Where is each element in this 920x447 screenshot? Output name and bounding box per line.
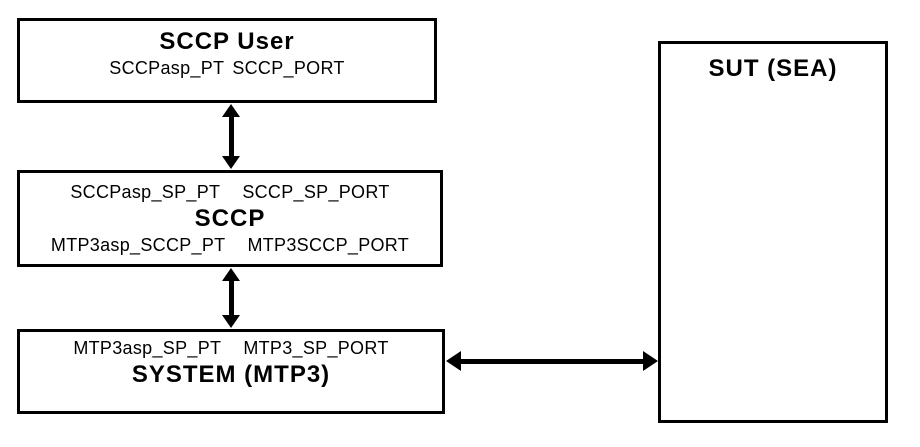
arrowhead-down-icon: [222, 156, 240, 169]
arrow-shaft: [228, 281, 234, 315]
sccp-user-port-line: SCCPasp_PT SCCP_PORT: [109, 57, 344, 80]
port-label-sccp-sp-port: SCCP_SP_PORT: [242, 182, 390, 202]
port-label-mtp3asp-sccp-pt: MTP3asp_SCCP_PT: [50, 235, 226, 255]
port-label-sccpasp-sp-pt: SCCPasp_SP_PT: [70, 182, 221, 202]
arrowhead-right-icon: [643, 351, 658, 371]
arrowhead-left-icon: [446, 351, 461, 371]
port-label-sccp-port: SCCP_PORT: [232, 58, 345, 78]
arrowhead-up-icon: [222, 104, 240, 117]
sut-box: SUT (SEA): [658, 41, 888, 423]
arrow-shaft: [461, 358, 643, 364]
port-label-mtp3sccp-port: MTP3SCCP_PORT: [247, 235, 410, 255]
sccp-title: SCCP: [194, 205, 266, 232]
arrow-shaft: [228, 117, 234, 156]
arrow-sccpuser-sccp: [222, 104, 240, 169]
arrowhead-down-icon: [222, 315, 240, 328]
arrowhead-up-icon: [222, 268, 240, 281]
arrow-sccp-system: [222, 268, 240, 328]
sccp-top-port-line: SCCPasp_SP_PT SCCP_SP_PORT: [70, 181, 389, 204]
sccp-user-box: SCCP User SCCPasp_PT SCCP_PORT: [17, 18, 437, 103]
sccp-user-title: SCCP User: [159, 28, 295, 55]
sccp-bottom-port-line: MTP3asp_SCCP_PT MTP3SCCP_PORT: [51, 234, 409, 257]
system-mtp3-box: MTP3asp_SP_PT MTP3_SP_PORT SYSTEM (MTP3): [17, 329, 445, 414]
port-label-mtp3-sp-port: MTP3_SP_PORT: [243, 338, 389, 358]
system-mtp3-title: SYSTEM (MTP3): [131, 361, 331, 388]
sut-title: SUT (SEA): [708, 55, 838, 82]
system-port-line: MTP3asp_SP_PT MTP3_SP_PORT: [73, 337, 388, 360]
sccp-box: SCCPasp_SP_PT SCCP_SP_PORT SCCP MTP3asp_…: [17, 170, 443, 267]
port-label-sccpasp-pt: SCCPasp_PT: [109, 58, 225, 78]
arrow-system-sut: [446, 350, 658, 372]
port-label-mtp3asp-sp-pt: MTP3asp_SP_PT: [73, 338, 222, 358]
